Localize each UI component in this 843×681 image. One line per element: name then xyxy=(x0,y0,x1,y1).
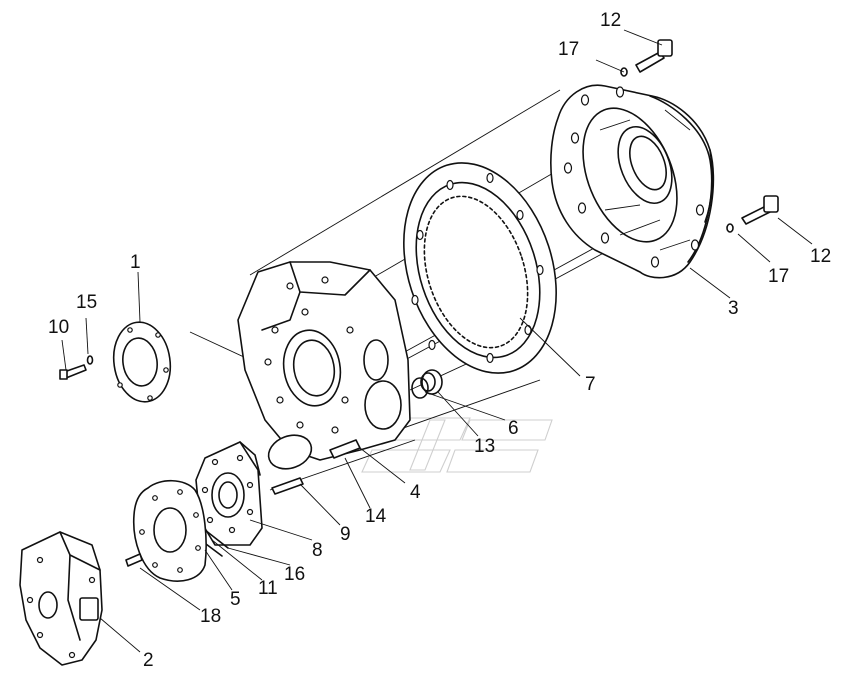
callout-labels: 1 2 3 4 5 6 7 8 9 10 11 12 12 13 14 15 1… xyxy=(48,10,831,671)
ring-gear xyxy=(403,162,557,374)
callout-5: 5 xyxy=(230,589,241,610)
callout-8: 8 xyxy=(312,540,323,561)
callout-leaders xyxy=(61,29,813,653)
callout-14: 14 xyxy=(365,506,387,527)
gasket-plate xyxy=(132,479,207,582)
callout-9: 9 xyxy=(340,524,351,545)
callout-7: 7 xyxy=(585,374,596,395)
small-washer xyxy=(86,355,94,365)
plug xyxy=(420,369,443,395)
bolt-right xyxy=(741,195,779,225)
callout-4: 4 xyxy=(410,482,421,503)
callout-17-top: 17 xyxy=(558,39,579,60)
callout-6: 6 xyxy=(508,418,519,439)
small-bolt xyxy=(59,364,87,380)
bolt-top xyxy=(635,39,673,73)
callout-1: 1 xyxy=(130,252,141,273)
callout-16: 16 xyxy=(284,564,305,585)
callout-2: 2 xyxy=(143,650,154,671)
callout-17-right: 17 xyxy=(768,266,789,287)
small-cover xyxy=(112,321,172,403)
callout-11: 11 xyxy=(258,578,278,599)
central-housing xyxy=(237,261,411,461)
pump-plate xyxy=(195,441,263,546)
callout-12-right: 12 xyxy=(810,246,831,267)
end-cover xyxy=(19,531,103,666)
output-housing xyxy=(550,84,715,279)
locating-pin xyxy=(125,553,143,567)
callout-12-top: 12 xyxy=(600,10,621,31)
callout-18: 18 xyxy=(200,606,221,627)
callout-15: 15 xyxy=(76,292,97,313)
callout-3: 3 xyxy=(728,298,739,319)
seal-disc xyxy=(267,434,313,470)
o-ring xyxy=(411,377,429,399)
washer-right xyxy=(726,223,734,233)
callout-10: 10 xyxy=(48,317,69,338)
washer-top xyxy=(620,67,628,77)
callout-13: 13 xyxy=(474,436,495,457)
